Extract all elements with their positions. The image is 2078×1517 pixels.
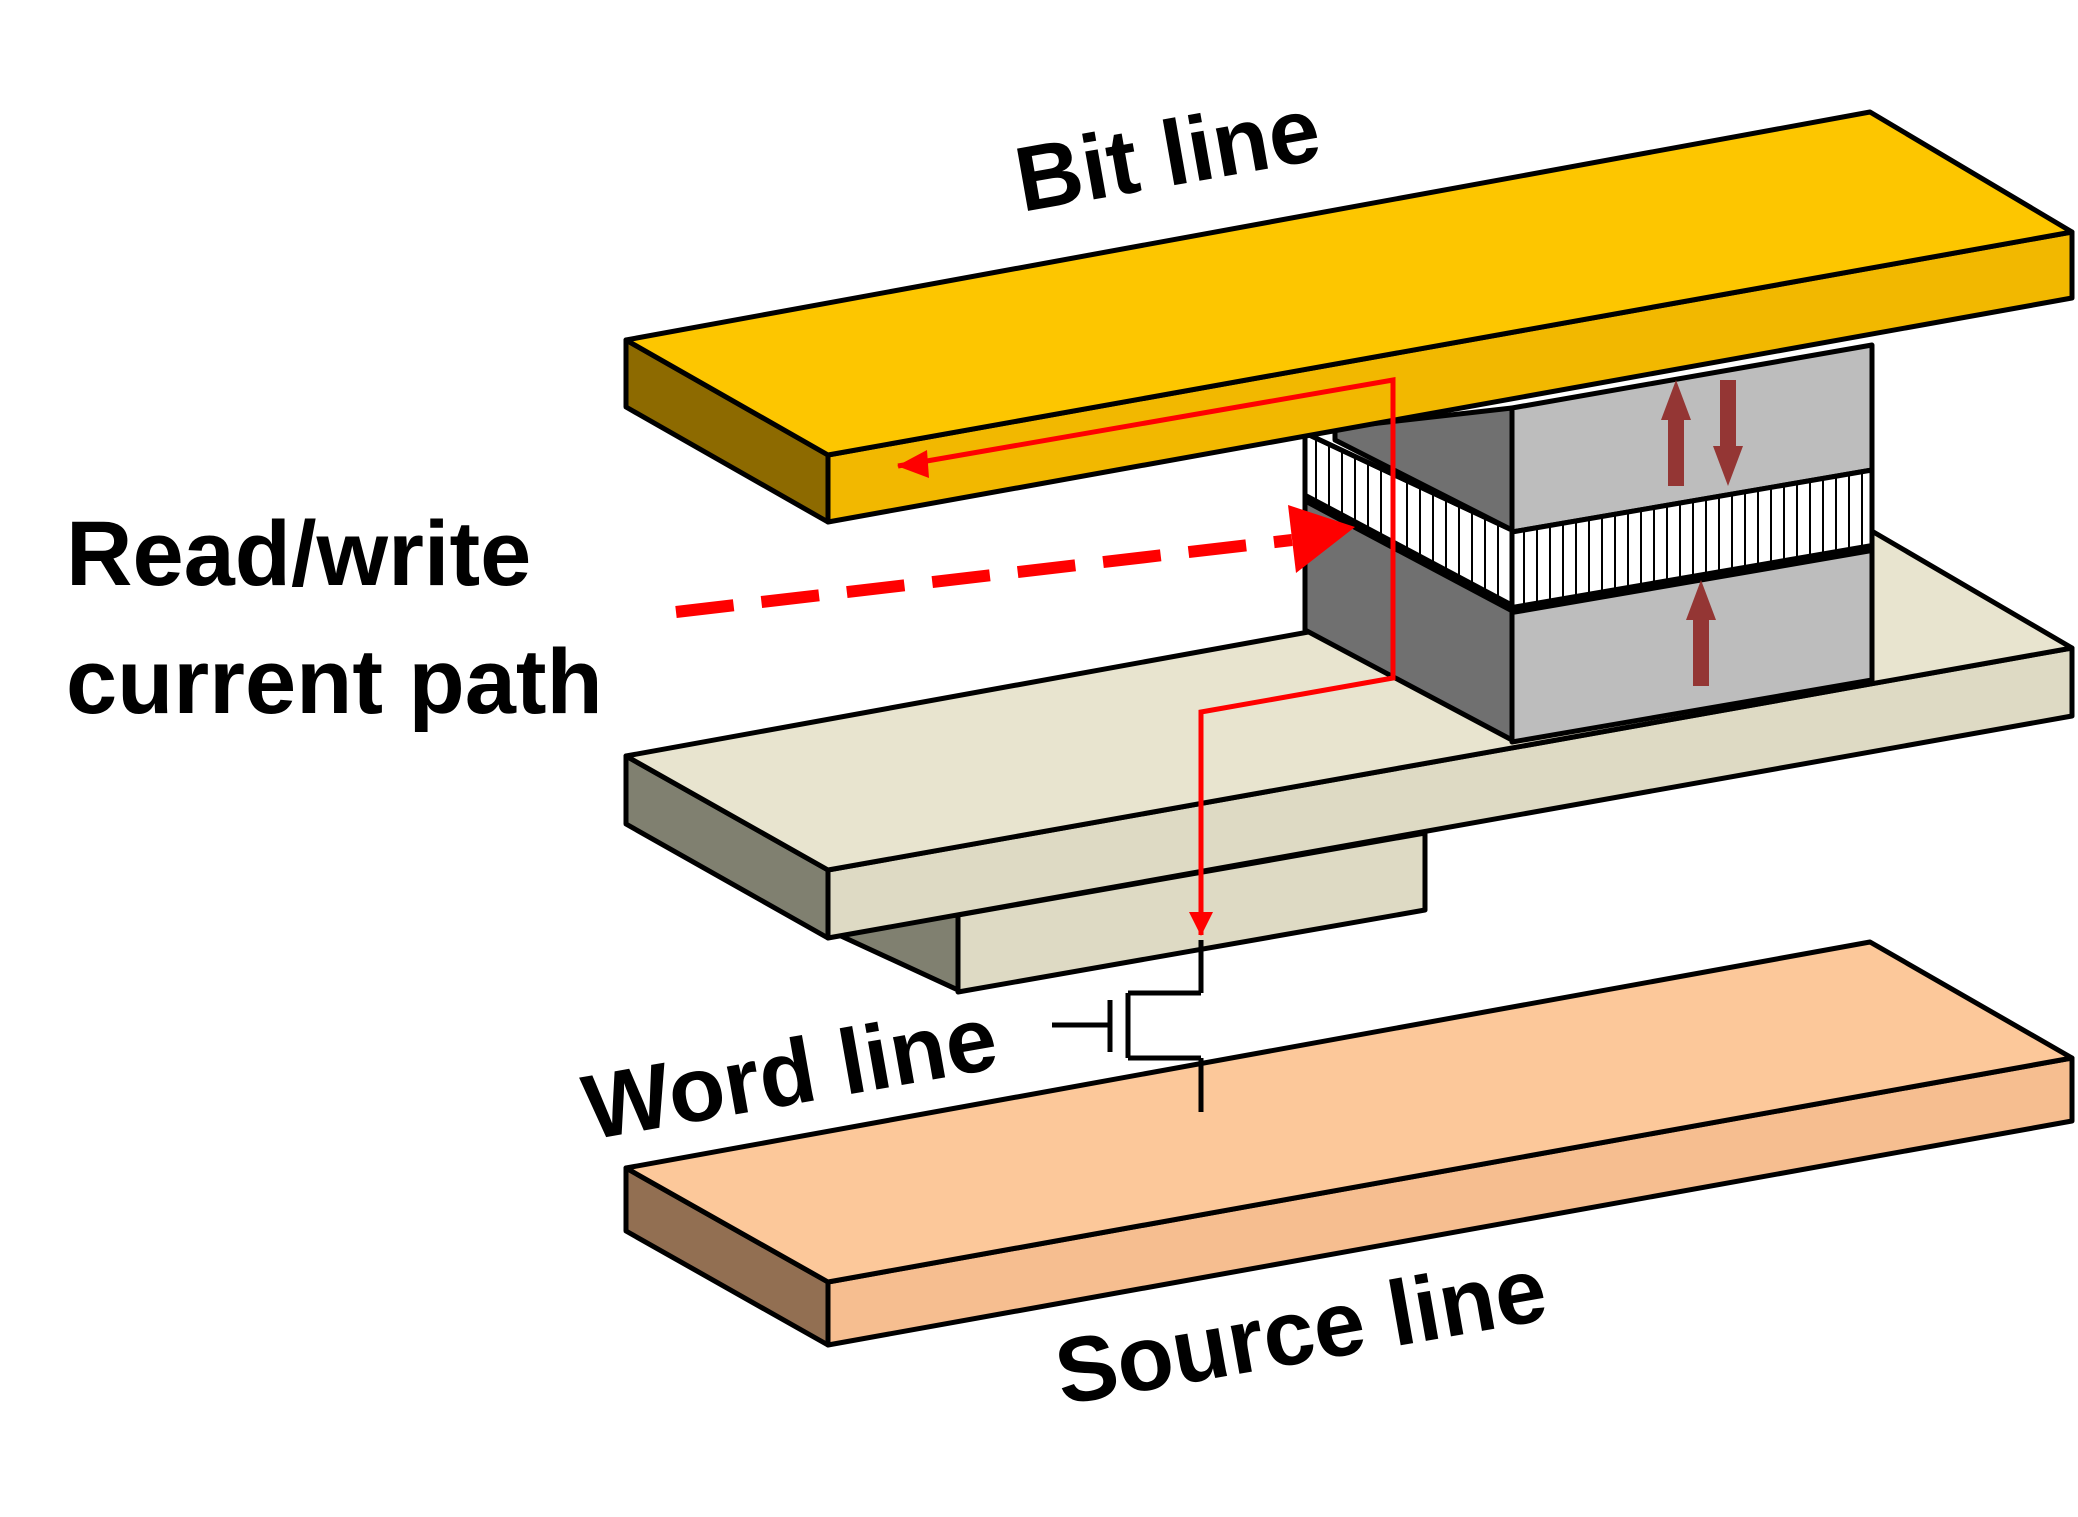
mtj-pillar — [1302, 342, 1875, 745]
transistor-symbol — [1052, 940, 1204, 1112]
bit-line-plate — [623, 109, 2075, 525]
current-path-pointer — [675, 505, 1355, 618]
pinned-arrow-up-icon — [1661, 380, 1691, 486]
current-path — [897, 377, 1396, 936]
barrier-edge-lower — [1302, 493, 1515, 613]
free-arrow-up-icon — [1686, 580, 1716, 686]
source-line-top — [623, 939, 2075, 1285]
pinned-arrow-down-icon — [1713, 380, 1743, 486]
source-line-plate — [623, 939, 2075, 1348]
barrier-edge-upper — [1303, 430, 1514, 533]
current-arrow-left-icon — [897, 450, 929, 478]
barrier-front-edge — [1511, 543, 1873, 615]
current-path-label-line2: current path — [66, 631, 603, 733]
current-arrow-down-icon — [1189, 912, 1213, 936]
current-path-label-line1: Read/write — [66, 503, 531, 605]
current-path-line — [897, 377, 1396, 935]
dashed-pointer-line — [675, 534, 1293, 618]
pointer-arrowhead-icon — [1288, 505, 1355, 573]
magnetization-arrows — [1661, 380, 1743, 686]
bit-line-top — [623, 109, 2075, 458]
bit-line-label: Bit line — [1008, 78, 1328, 232]
